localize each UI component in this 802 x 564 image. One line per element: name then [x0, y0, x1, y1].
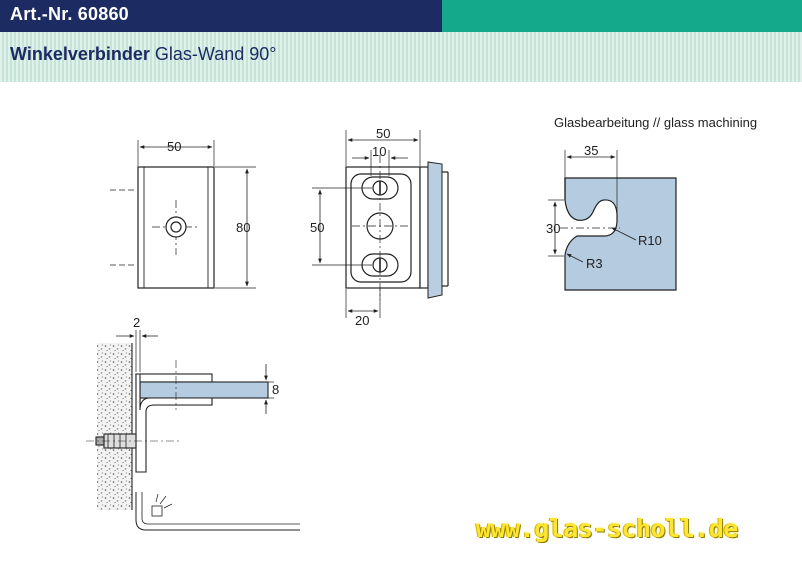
- website-url[interactable]: www.glas-scholl.de: [476, 514, 738, 543]
- front-height-label: 80: [236, 220, 250, 235]
- header-bar-teal: [442, 0, 802, 32]
- glass-depth-label: 35: [584, 143, 598, 158]
- glass-machining-caption: Glasbearbeitung // glass machining: [554, 115, 757, 130]
- section-view: [86, 330, 300, 531]
- side-view: [312, 130, 449, 318]
- glass-radius-large-label: R10: [638, 233, 662, 248]
- front-view: [110, 140, 256, 289]
- title-band: [0, 32, 802, 82]
- side-offset-label: 20: [355, 313, 369, 328]
- product-title-bold: Winkelverbinder: [10, 44, 150, 64]
- side-slot-label: 10: [372, 144, 386, 159]
- product-title-rest: Glas-Wand 90°: [149, 44, 277, 64]
- product-title: Winkelverbinder Glas-Wand 90°: [10, 44, 276, 65]
- section-glass-label: 8: [272, 382, 279, 397]
- glass-radius-small-label: R3: [586, 256, 603, 271]
- side-pitch-label: 50: [310, 220, 324, 235]
- article-number: Art.-Nr. 60860: [10, 4, 129, 24]
- side-width-label: 50: [376, 126, 390, 141]
- front-width-label: 50: [167, 139, 181, 154]
- header-bar-navy: [0, 0, 442, 32]
- section-gap-label: 2: [133, 315, 140, 330]
- glass-machining-view: [548, 150, 677, 291]
- glass-opening-label: 30: [546, 221, 560, 236]
